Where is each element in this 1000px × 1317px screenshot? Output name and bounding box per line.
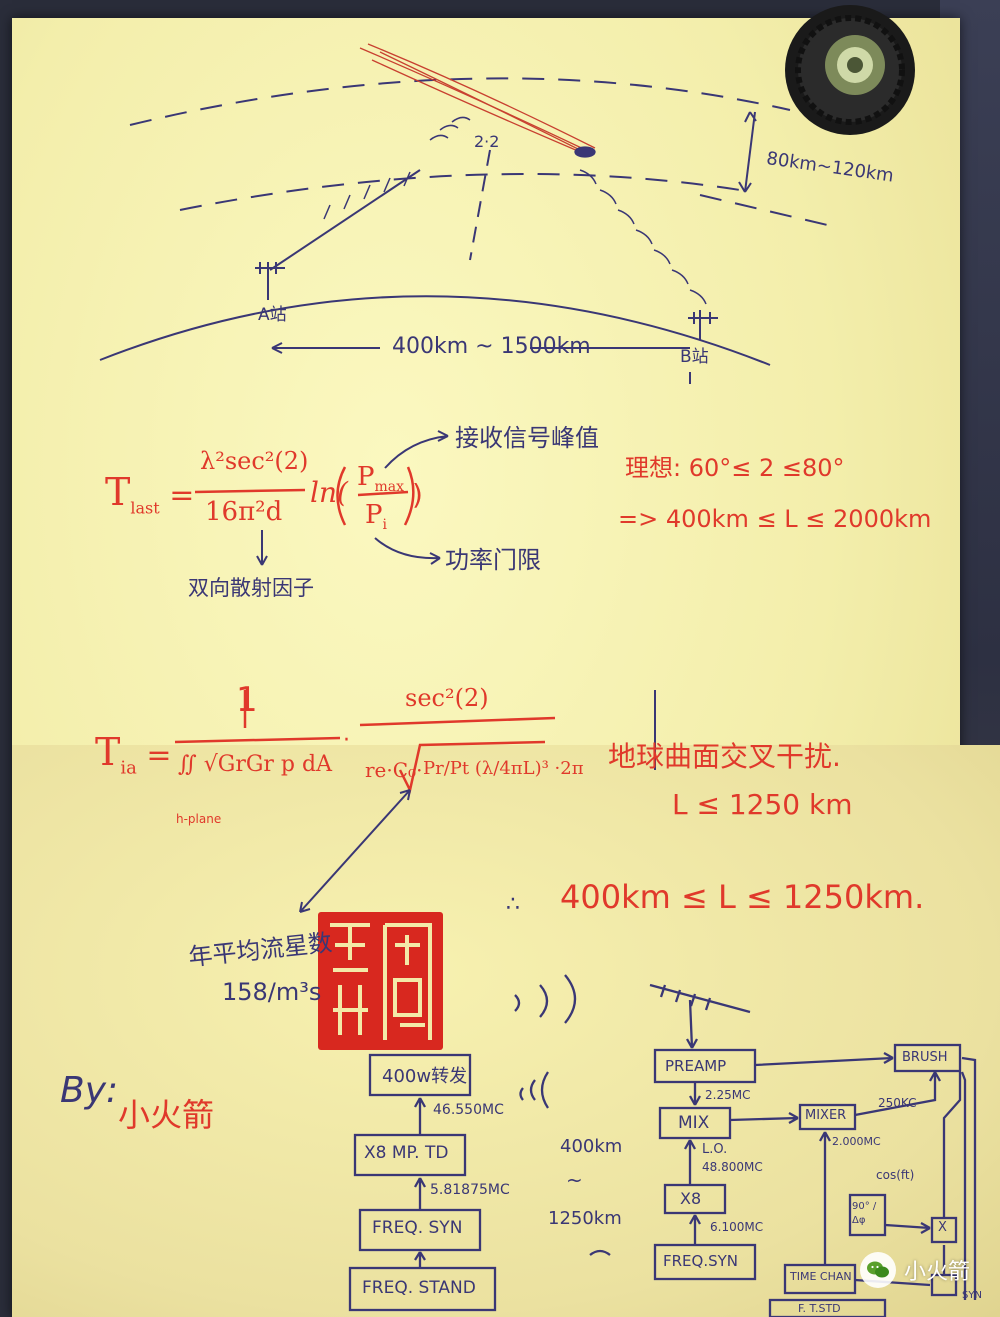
formula1-lhs: Tlast = bbox=[105, 470, 195, 518]
rx-freq-syn: FREQ.SYN bbox=[663, 1252, 739, 1270]
rx-lo: L.O. bbox=[702, 1142, 728, 1157]
formula2-integral-sub: h-plane bbox=[176, 812, 222, 826]
tx-chain-boxes bbox=[348, 974, 611, 1312]
station-b-label: B站 bbox=[680, 347, 709, 367]
rx-cos: cos(ft) bbox=[876, 1168, 915, 1182]
rx-mixer-freq: 2.000MC bbox=[832, 1135, 881, 1148]
note-factor: 双向散射因子 bbox=[188, 576, 314, 600]
rx-phase: 90° / Δφ bbox=[852, 1201, 877, 1226]
angle-label: 2·2 bbox=[474, 132, 500, 151]
formula1-close: ) bbox=[412, 478, 423, 511]
formula1-denominator: 16π²d bbox=[205, 497, 283, 527]
formula2-arrow bbox=[299, 690, 656, 913]
formula1-numerator: λ²sec²(2) bbox=[200, 447, 309, 475]
tx-mult-freq: 5.81875MC bbox=[430, 1182, 510, 1198]
formula2-lines bbox=[174, 690, 556, 794]
wechat-icon bbox=[860, 1252, 896, 1288]
distance-label: 400km ~ 1500km bbox=[392, 334, 591, 359]
notebook-paper-lower bbox=[12, 745, 1000, 1317]
formula2-one: 1 bbox=[236, 680, 258, 720]
rx-lo-freq: 48.800MC bbox=[702, 1160, 763, 1174]
rx-preamp: PREAMP bbox=[665, 1057, 727, 1075]
watermark-text: 小火箭 bbox=[904, 1260, 971, 1285]
formula1-lines bbox=[194, 466, 415, 526]
rx-preamp-freq: 2.25MC bbox=[705, 1088, 751, 1102]
note-threshold: 功率门限 bbox=[445, 546, 541, 574]
rx-syn: SYN bbox=[962, 1290, 982, 1301]
rx-mixer: MIXER bbox=[805, 1108, 847, 1123]
signature-name: 小火箭 bbox=[118, 1096, 215, 1134]
signature-prefix: By: bbox=[60, 1070, 119, 1111]
meteor-trail bbox=[359, 43, 596, 158]
therefore-symbol: ∴ bbox=[506, 892, 520, 917]
meteor-diagram bbox=[99, 77, 841, 384]
rx-brush-freq: 250KC bbox=[878, 1096, 917, 1110]
tx-mult-label: X8 MP. TD bbox=[364, 1143, 449, 1163]
formula1-pmax: Pmax bbox=[357, 462, 405, 496]
rx-time-chan: TIME CHAN bbox=[790, 1270, 852, 1283]
ideal-line1: 理想: 60°≤ 2 ≤80° bbox=[625, 454, 845, 482]
formula2-inner: Pr/Pt (λ/4πL)³ ·2π bbox=[423, 758, 584, 779]
rx-x8: X8 bbox=[680, 1189, 702, 1208]
tape-roll-object bbox=[785, 5, 915, 135]
curvature-result: 400km ≤ L ≤ 1250km. bbox=[560, 878, 925, 916]
tx-out-label: 400w转发 bbox=[382, 1066, 468, 1087]
tx-syn-label: FREQ. SYN bbox=[372, 1218, 463, 1238]
rx-f-std: F. T.STD bbox=[798, 1302, 841, 1315]
range-bottom: 1250km bbox=[548, 1208, 622, 1229]
range-tilde: ~ bbox=[566, 1168, 583, 1192]
formula1-ln: ln( bbox=[310, 476, 348, 509]
formula1-pi: Pi bbox=[365, 500, 387, 534]
rx-mix: MIX bbox=[678, 1113, 710, 1133]
formula2-sec: sec²(2) bbox=[405, 684, 489, 712]
tx-stand-label: FREQ. STAND bbox=[362, 1278, 476, 1298]
station-a-label: A站 bbox=[258, 305, 287, 325]
rx-brush: BRUSH bbox=[902, 1050, 948, 1065]
note-flux-value: 158/m³s bbox=[222, 978, 322, 1006]
rx-mult-x: X bbox=[938, 1220, 947, 1235]
formula1-arrows bbox=[256, 430, 449, 566]
formula2-dot: · bbox=[343, 728, 350, 753]
curvature-line2: L ≤ 1250 km bbox=[672, 788, 853, 821]
note-flux: 年平均流星数 bbox=[187, 928, 334, 972]
formula2-lhs: Tia = bbox=[95, 730, 172, 779]
wechat-watermark: 小火箭 bbox=[860, 1252, 970, 1288]
formula2-denom: re·C₀· bbox=[365, 758, 423, 782]
formula2-integral: ∬ √GrGr p dA bbox=[178, 752, 332, 777]
tx-out-freq: 46.550MC bbox=[433, 1102, 504, 1118]
height-label: 80km~120km bbox=[765, 148, 896, 187]
note-peak: 接收信号峰值 bbox=[455, 424, 599, 452]
range-top: 400km bbox=[560, 1136, 623, 1157]
red-seal-stamp bbox=[318, 912, 443, 1050]
rx-chain-boxes bbox=[649, 983, 977, 1317]
ideal-line2: => 400km ≤ L ≤ 2000km bbox=[618, 505, 932, 533]
curvature-line1: 地球曲面交叉干扰. bbox=[608, 740, 841, 773]
rx-x8-freq: 6.100MC bbox=[710, 1220, 764, 1234]
